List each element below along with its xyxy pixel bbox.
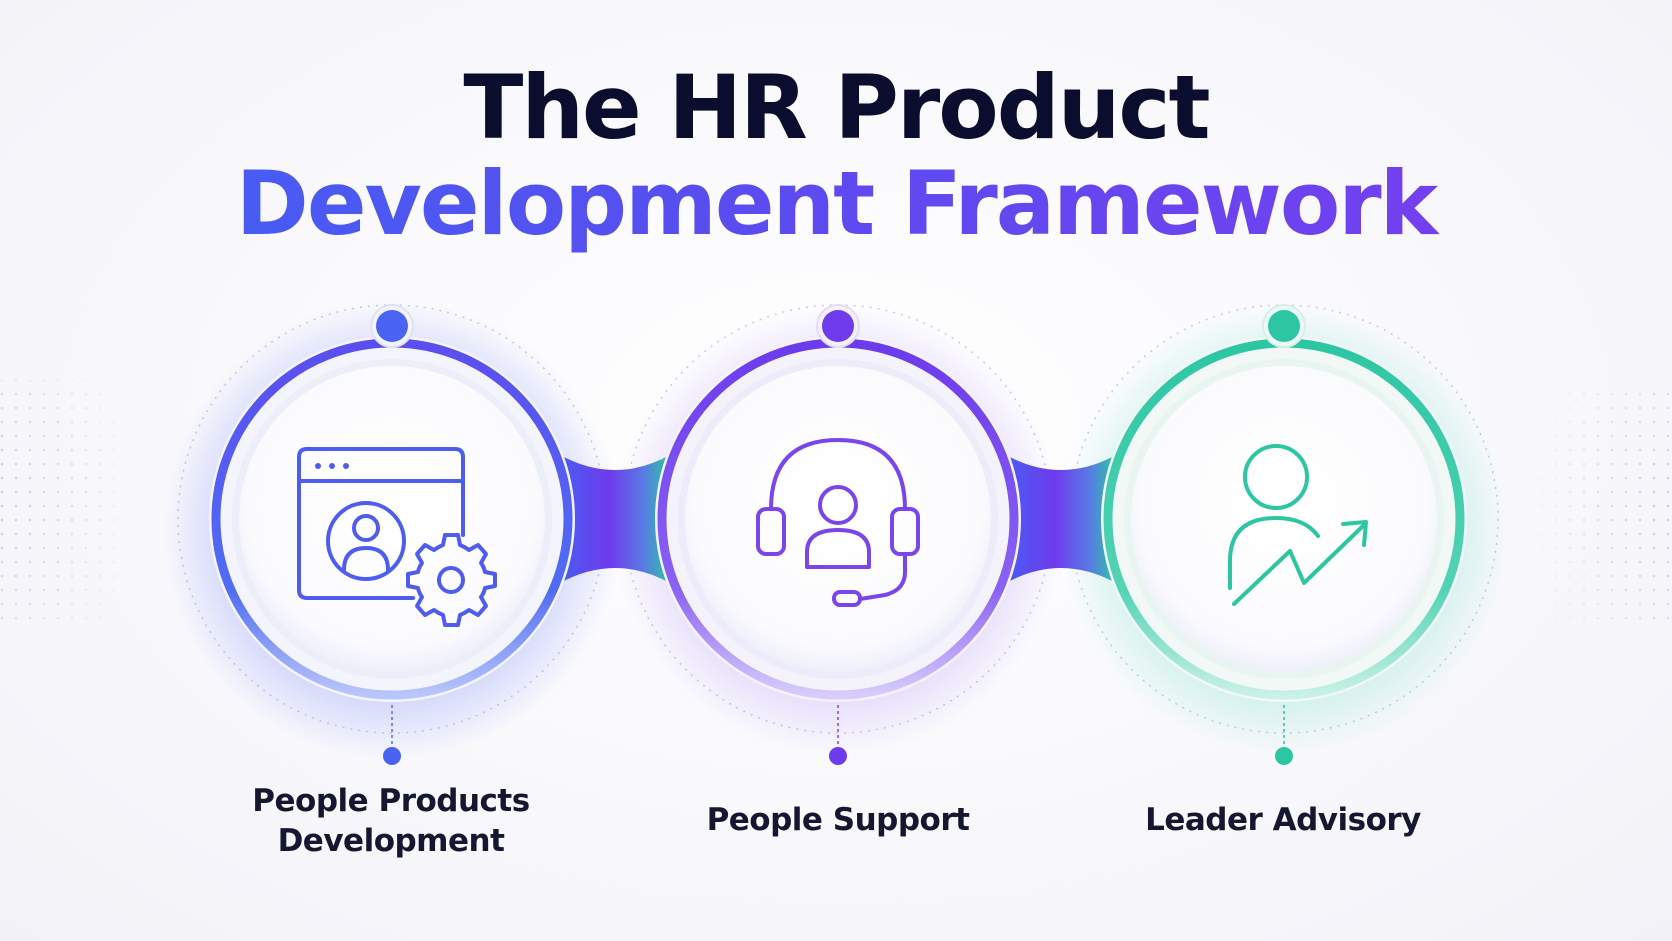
leader-dot-stage-2	[829, 747, 847, 765]
leader-dot-stage-3	[1275, 747, 1293, 765]
stage-1-label-line-1: People Products	[252, 783, 530, 819]
browser-window-user-gear-icon	[297, 447, 497, 627]
stage-2-node	[655, 304, 1021, 702]
headset-support-agent-icon	[756, 438, 920, 607]
stage-1-label-line-2: Development	[277, 823, 505, 859]
connector-2-3	[1006, 455, 1116, 583]
background-dots-right	[1520, 390, 1672, 620]
leader-dot-stage-1	[383, 747, 401, 765]
label-leaders	[383, 705, 1293, 765]
stage-2-label: People Support	[706, 802, 970, 838]
stage-2-inner-circle	[685, 366, 991, 672]
background-dots-left	[0, 380, 150, 620]
stage-1-label: People Products Development	[211, 781, 571, 861]
title-line-2: Development Framework	[0, 154, 1672, 254]
connector-1-2	[560, 455, 670, 583]
stage-3-label: Leader Advisory	[1145, 802, 1421, 838]
title-line-1: The HR Product	[463, 56, 1210, 159]
stage-1-inner-circle	[239, 366, 545, 672]
person-growth-arrow-icon	[1228, 444, 1368, 606]
